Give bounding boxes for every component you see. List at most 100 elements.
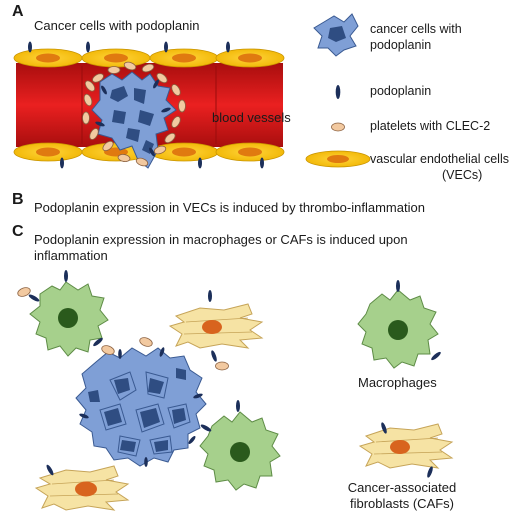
platelet <box>83 93 93 107</box>
macrophage-nucleus <box>58 308 78 328</box>
legend-platelets: platelets with CLEC-2 <box>370 119 491 133</box>
podoplanin-marker <box>93 337 103 347</box>
macrophage-top-left <box>17 270 115 357</box>
podoplanin-marker <box>161 107 171 113</box>
tumor-cluster-vessel <box>91 71 177 169</box>
cancer-nucleus <box>176 368 186 380</box>
podoplanin-marker <box>226 41 230 53</box>
panel-a-title: Cancer cells with podoplanin <box>34 18 200 33</box>
caf-nucleus <box>390 440 410 454</box>
cancer-nucleus <box>112 110 126 124</box>
podoplanin-marker <box>149 147 155 157</box>
podoplanin-marker <box>79 413 89 419</box>
podoplanin-marker <box>427 466 433 478</box>
platelet <box>102 140 114 152</box>
caf-nucleus <box>75 481 97 497</box>
platelet <box>178 99 186 113</box>
endothelial-nucleus <box>172 147 196 157</box>
podoplanin-marker <box>153 79 159 89</box>
tissue-tumor-podoplanin <box>79 347 203 467</box>
endothelial-nucleus <box>172 53 196 63</box>
platelet <box>123 61 137 71</box>
podoplanin-marker <box>188 435 196 445</box>
endothelial-nucleus <box>238 147 262 157</box>
platelet <box>171 84 181 96</box>
podoplanin-marker <box>164 41 168 53</box>
podoplanin-marker <box>101 85 107 95</box>
platelet <box>82 111 90 125</box>
legend-cancer-cells-line2: podoplanin <box>370 38 432 52</box>
cancer-cell-outline <box>99 371 191 457</box>
podoplanin-marker <box>431 351 441 361</box>
caf-bottom-left <box>34 464 130 511</box>
legend-vecs-line1: vascular endothelial cells <box>370 152 509 166</box>
endothelial-podoplanin <box>28 41 264 169</box>
panel-b-text: Podoplanin expression in VECs is induced… <box>34 200 425 215</box>
cancer-nucleus <box>120 440 136 452</box>
platelet <box>135 157 149 167</box>
panel-b-letter: B <box>12 191 24 208</box>
platelet <box>84 80 96 92</box>
endothelial-nucleus <box>104 53 128 63</box>
platelet <box>89 128 99 140</box>
tumor-cluster-tissue <box>75 347 207 467</box>
podoplanin-marker <box>396 280 400 292</box>
cancer-nucleus <box>148 378 164 394</box>
cancer-nucleus <box>172 408 186 424</box>
macrophage-bottom-middle <box>199 400 281 491</box>
podoplanin-marker <box>381 422 387 434</box>
podoplanin-marker <box>95 121 105 127</box>
cancer-nucleus <box>114 378 130 394</box>
podoplanin-marker <box>260 157 264 169</box>
podoplanin-marker <box>198 157 202 169</box>
panel-a-letter: A <box>12 3 24 20</box>
platelet <box>92 73 104 83</box>
cafs-label-line1: Cancer-associated <box>347 480 457 495</box>
podoplanin-marker <box>86 41 90 53</box>
macrophages-label: Macrophages <box>358 375 437 390</box>
panel-c-text-line2: inflammation <box>34 248 108 263</box>
cancer-nucleus <box>126 128 140 142</box>
cafs-label-line2: fibroblasts (CAFs) <box>349 496 455 511</box>
vessel-label: blood vessels <box>212 110 291 125</box>
platelet <box>164 132 176 144</box>
cancer-nucleus <box>138 110 154 126</box>
cancer-nucleus <box>140 408 160 428</box>
platelet <box>117 153 131 163</box>
legend-platelet-icon <box>331 122 345 132</box>
endothelial-nucleus <box>36 53 60 63</box>
platelet <box>215 361 229 371</box>
platelet <box>153 145 167 155</box>
platelet <box>141 63 155 73</box>
podoplanin-marker <box>159 347 165 357</box>
cancer-nuclei <box>88 368 186 452</box>
panel-c-text-line1: Podoplanin expression in macrophages or … <box>34 232 408 247</box>
podoplanin-marker <box>28 294 40 302</box>
podoplanin-marker <box>211 350 217 362</box>
caf-nucleus <box>202 320 222 334</box>
legend-podoplanin-icon <box>335 85 341 99</box>
macrophage-nucleus <box>230 442 250 462</box>
podoplanin-marker <box>200 424 212 432</box>
podoplanin-marker <box>144 457 148 467</box>
platelet <box>107 66 121 74</box>
platelet <box>156 72 168 84</box>
macrophage-nucleus <box>388 320 408 340</box>
cancer-nucleus <box>328 26 346 42</box>
legend-cancer-cell-icon <box>313 13 359 57</box>
podoplanin-marker <box>208 290 212 302</box>
endothelial-cells-top <box>13 48 285 68</box>
caf-legend <box>358 422 454 478</box>
podoplanin-marker <box>64 270 68 282</box>
caf-stripes <box>183 317 253 335</box>
podoplanin-marker <box>193 393 203 399</box>
legend-cancer-cells-line1: cancer cells with <box>370 22 462 36</box>
podoplanin-marker <box>236 400 240 412</box>
legend-podoplanin: podoplanin <box>370 84 432 98</box>
legend-vec-icon <box>305 150 371 168</box>
endothelial-nucleus <box>327 155 349 163</box>
caf-stripes <box>373 437 443 455</box>
podoplanin-marker <box>28 41 32 53</box>
macrophage-legend <box>357 280 441 369</box>
